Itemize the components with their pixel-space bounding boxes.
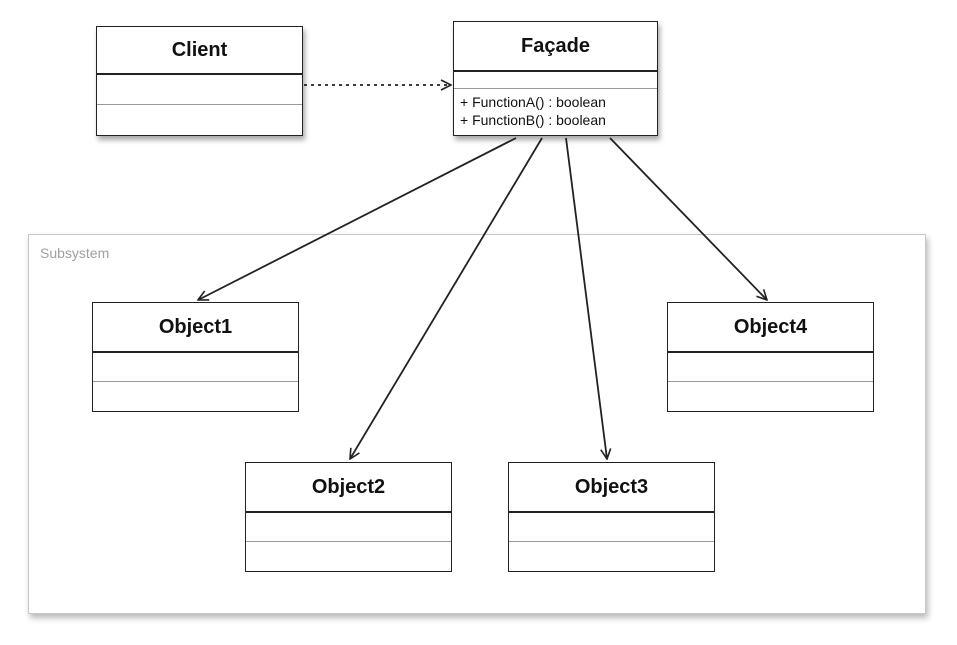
subsystem-label: Subsystem — [40, 245, 110, 261]
object3-attributes — [509, 513, 714, 542]
object2-class: Object2 — [245, 462, 452, 572]
object4-class: Object4 — [667, 302, 874, 412]
client-class-name: Client — [97, 27, 302, 75]
object4-class-name: Object4 — [668, 303, 873, 353]
object1-class: Object1 — [92, 302, 299, 412]
object2-attributes — [246, 513, 451, 542]
association-arrow-object3 — [565, 137, 607, 459]
object3-class-name: Object3 — [509, 463, 714, 513]
object3-class: Object3 — [508, 462, 715, 572]
object1-attributes — [93, 353, 298, 382]
subsystem-boundary: Subsystem — [28, 234, 926, 614]
object4-attributes — [668, 353, 873, 382]
association-arrow-object2 — [350, 137, 543, 459]
client-class: Client — [96, 26, 303, 136]
facade-operations: + FunctionA() : boolean + FunctionB() : … — [454, 89, 657, 133]
facade-class: Façade + FunctionA() : boolean + Functio… — [453, 21, 658, 136]
object2-class-name: Object2 — [246, 463, 451, 513]
association-arrow-object1 — [198, 137, 517, 300]
client-attributes — [97, 75, 302, 105]
facade-operation: + FunctionA() : boolean — [460, 94, 606, 110]
facade-operation: + FunctionB() : boolean — [460, 112, 606, 128]
facade-class-name: Façade — [454, 22, 657, 72]
facade-attributes — [454, 72, 657, 89]
object1-class-name: Object1 — [93, 303, 298, 353]
association-arrow-object4 — [609, 137, 767, 300]
